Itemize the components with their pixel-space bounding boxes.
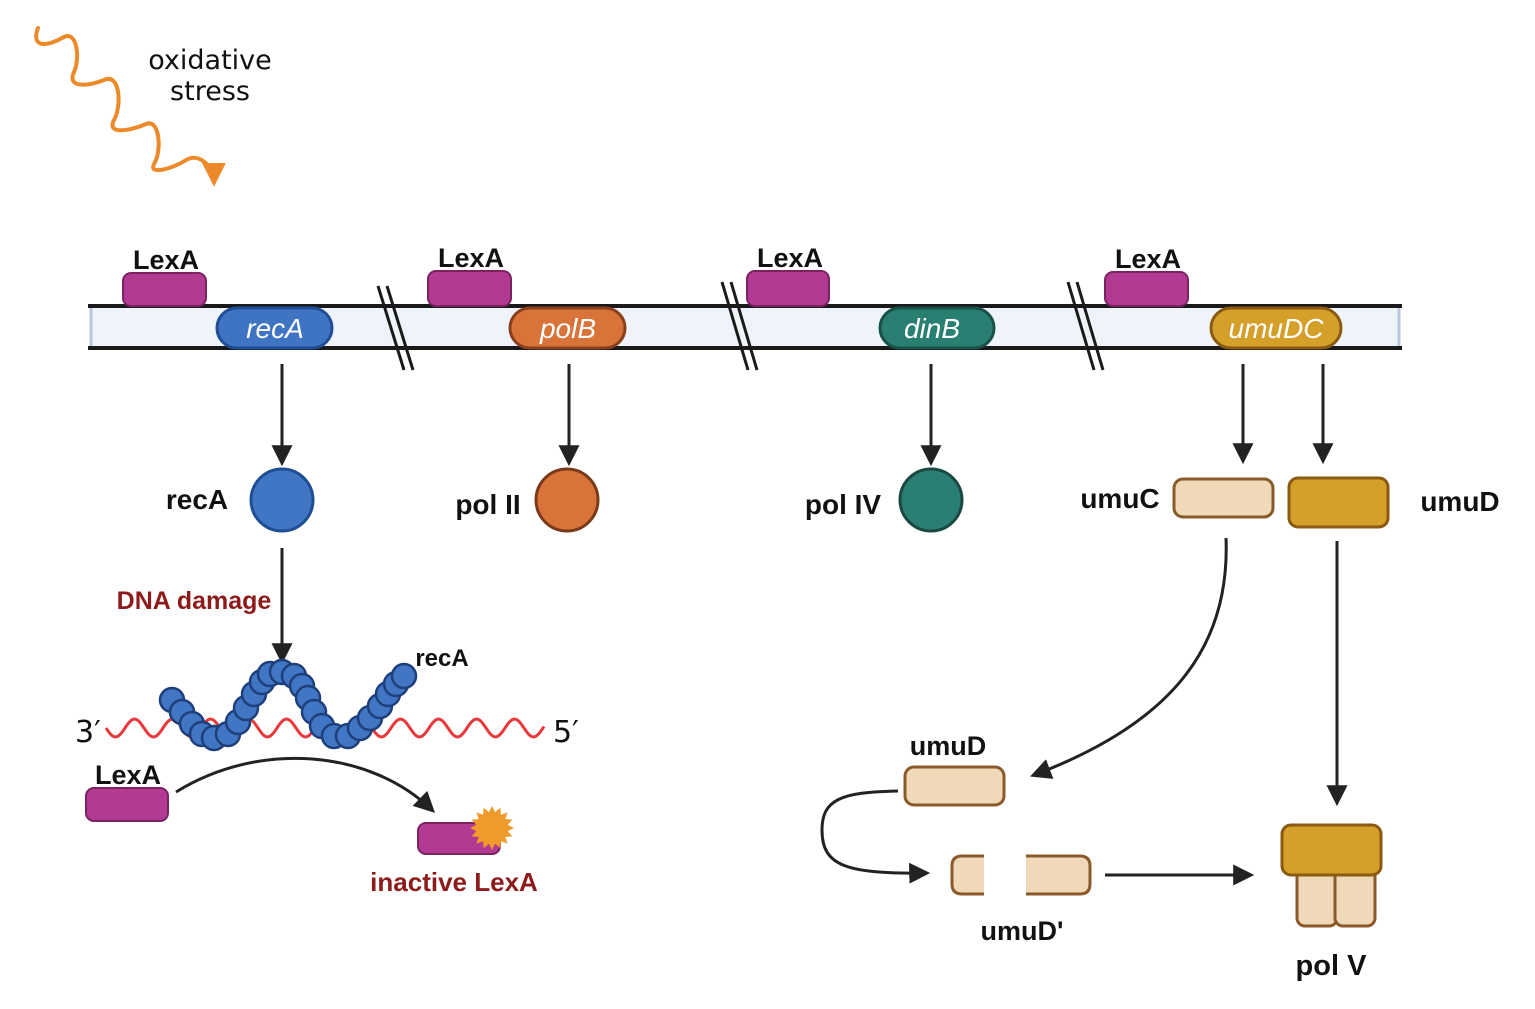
umud-arrow xyxy=(1030,537,1228,779)
pol-v-complex xyxy=(1280,823,1383,928)
filament-label: recA xyxy=(415,645,468,672)
strand-5prime-label: 5′ xyxy=(553,715,579,750)
cleavage-arrow xyxy=(175,756,436,813)
umuc-protein xyxy=(1172,477,1275,519)
umud-protein-full xyxy=(903,765,1006,807)
strand-3prime-label: 3′ xyxy=(75,715,101,750)
inactive-lexa-label: inactive LexA xyxy=(370,867,538,897)
lexa-operator: LexA xyxy=(427,243,512,307)
oxidative-stress: oxidative stress xyxy=(34,26,272,187)
cleavage-arrow xyxy=(820,789,931,884)
product-pol-ii: pol II xyxy=(455,467,600,533)
product-pol-iv: pol IV xyxy=(805,467,964,533)
gene-label: umuDC xyxy=(1229,313,1325,344)
stress-wave-icon xyxy=(34,26,226,187)
umud-label: umuD xyxy=(910,731,987,761)
umud-protein xyxy=(1287,476,1390,529)
reca-protein xyxy=(249,467,315,533)
lexa-label: LexA xyxy=(1115,244,1181,274)
gene-label: polB xyxy=(539,313,596,344)
stress-label-line1: oxidative xyxy=(148,45,272,76)
product-label: umuD xyxy=(1420,486,1499,517)
lexa-operator: LexA xyxy=(1104,244,1189,307)
gene-reca: recA xyxy=(215,306,334,350)
lexa-label: LexA xyxy=(95,760,161,790)
stress-label-line2: stress xyxy=(170,76,250,107)
gene-umudc: umuDC xyxy=(1209,306,1343,350)
lexa-label: LexA xyxy=(757,243,823,273)
lexa-label: LexA xyxy=(438,243,504,273)
reca-filament xyxy=(158,658,418,752)
product-label: pol IV xyxy=(805,489,882,520)
pol-v-label: pol V xyxy=(1296,950,1368,982)
gene-polb: polB xyxy=(508,306,627,350)
lexa-operator: LexA xyxy=(122,245,207,307)
product-label: recA xyxy=(166,484,228,515)
break-mark xyxy=(720,281,759,371)
reca-monomer xyxy=(390,662,418,690)
lexa-protein xyxy=(427,270,512,307)
gene-label: recA xyxy=(246,313,304,344)
product-label: pol II xyxy=(455,489,520,520)
lexa-label: LexA xyxy=(133,245,199,275)
lexa-protein xyxy=(122,272,207,307)
lexa-protein xyxy=(1104,271,1189,307)
lexa-operator: LexA xyxy=(746,243,830,307)
pol-iv-protein xyxy=(898,467,964,533)
product-umud: umuD xyxy=(1287,476,1500,529)
pol-ii-protein xyxy=(534,467,600,533)
gene-dinb: dinB xyxy=(878,306,996,350)
product-reca: recA xyxy=(166,467,315,533)
gene-label: dinB xyxy=(904,313,960,344)
dna-damage-label: DNA damage xyxy=(117,587,272,615)
umud-prime-protein xyxy=(950,854,1092,896)
umud-prime-label: umuD' xyxy=(981,916,1064,946)
break-mark xyxy=(376,285,415,371)
lexa-protein-free xyxy=(85,787,169,822)
break-mark xyxy=(1066,281,1105,371)
lexa-protein xyxy=(746,270,830,307)
product-label: umuC xyxy=(1080,483,1159,514)
cleavage-burst-icon xyxy=(470,806,514,850)
product-umuc: umuC xyxy=(1080,477,1275,519)
